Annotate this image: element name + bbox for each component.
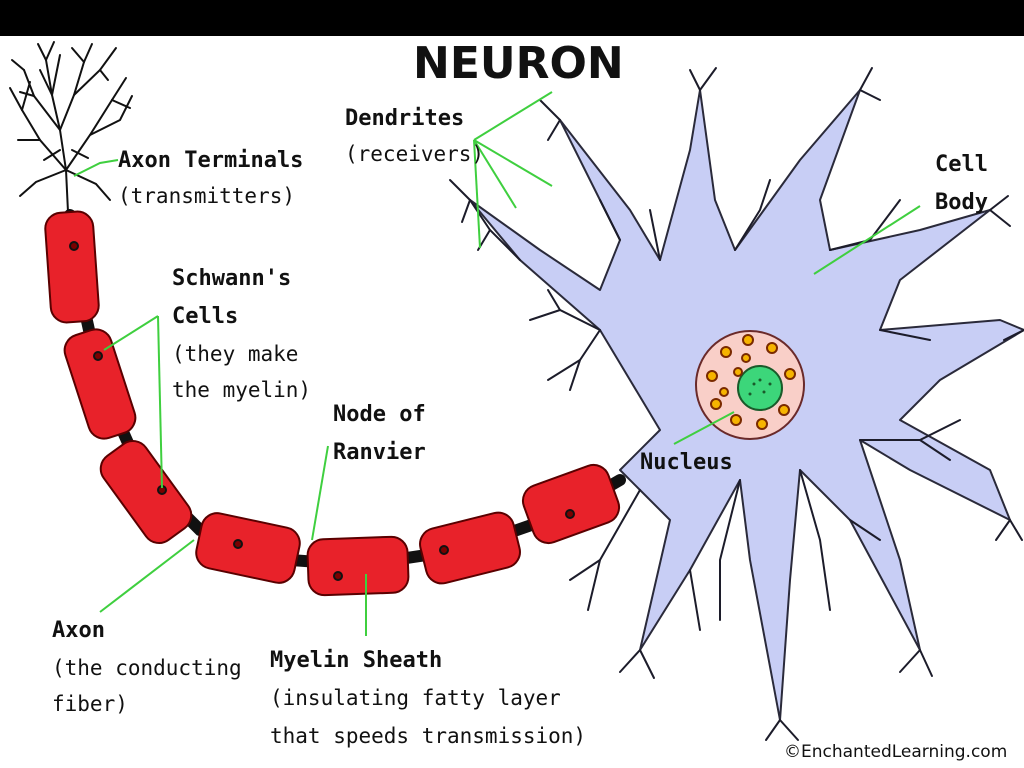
label-myelin-note-line1: (insulating fatty layer	[270, 686, 561, 710]
label-dendrites-note: (receivers)	[345, 142, 485, 166]
label-cell-body-line1: Cell	[935, 152, 988, 177]
label-cells: Cells	[172, 304, 239, 329]
diagram-title: NEURON	[413, 38, 624, 89]
label-axon-terminals-note: (transmitters)	[118, 184, 296, 208]
label-ranvier: Ranvier	[333, 440, 426, 465]
credit-text[interactable]: ©EnchantedLearning.com	[784, 742, 1008, 762]
label-axon-note-line2: fiber)	[52, 692, 128, 716]
label-myelin-sheath: Myelin Sheath	[270, 648, 443, 673]
leader-lines	[73, 91, 921, 636]
axon-terminals-branches	[9, 41, 133, 213]
label-nucleus: Nucleus	[640, 450, 733, 475]
myelin-segments	[44, 210, 621, 597]
label-dendrites: Dendrites	[345, 106, 465, 131]
neuron-diagram: NEURON Axon Terminals (transmitters) Den…	[0, 36, 1024, 768]
nucleus-shape	[695, 330, 805, 440]
label-schwann-note-line2: the myelin)	[172, 378, 312, 402]
nucleus-organelles	[706, 334, 796, 430]
label-myelin-note-line2: that speeds transmission)	[270, 724, 587, 748]
label-cell-body-line2: Body	[935, 190, 988, 215]
neuron-illustration	[9, 41, 1024, 741]
myelin-nuclei	[69, 241, 575, 581]
label-axon-terminals: Axon Terminals	[118, 148, 304, 173]
label-node-of: Node of	[333, 402, 426, 427]
label-axon: Axon	[52, 618, 105, 643]
label-axon-note-line1: (the conducting	[52, 656, 242, 680]
label-schwanns: Schwann's	[172, 266, 292, 291]
dendrite-branches	[449, 67, 1024, 741]
label-schwann-note-line1: (they make	[172, 342, 299, 366]
